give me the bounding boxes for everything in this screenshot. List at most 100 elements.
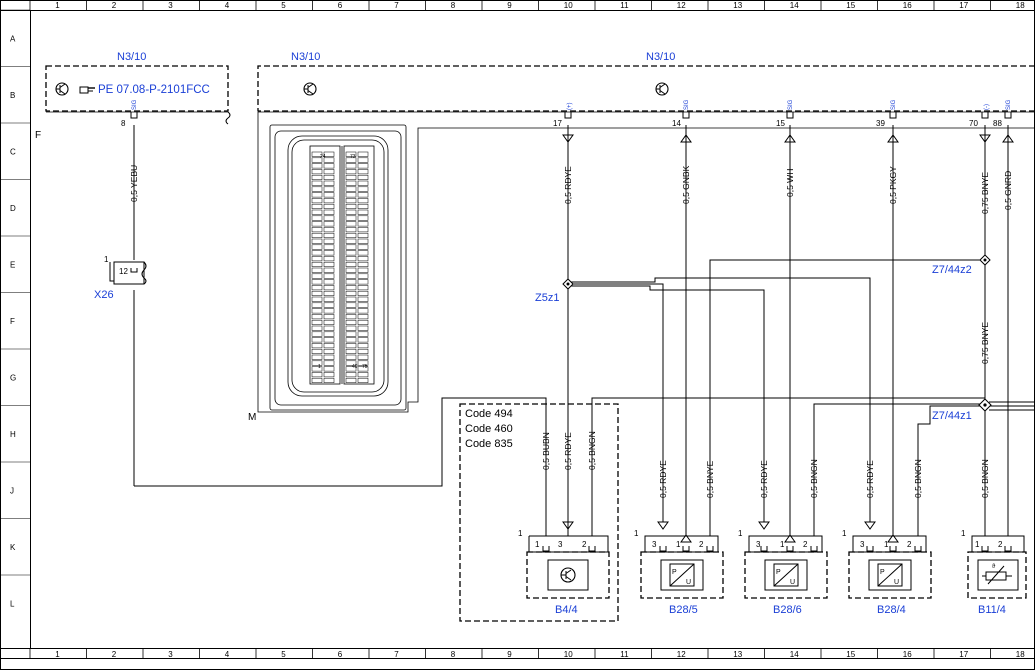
n3-10-right-label: N3/10	[646, 51, 675, 63]
ecu-pin-cell	[311, 360, 323, 366]
n3-10-left-label: N3/10	[117, 51, 146, 63]
ecu-pin-cell	[357, 192, 369, 198]
ecu-pin-cell	[311, 273, 323, 279]
component-pin: 1	[518, 529, 523, 538]
pressure-sensor-icon: P U	[669, 563, 695, 587]
ecu-pin-cell	[357, 331, 369, 337]
component-pin: 3	[558, 540, 563, 549]
ecu-pin-cell	[323, 267, 335, 273]
ecu-pin-cell	[311, 186, 323, 192]
ecu-pin-cell	[323, 180, 335, 186]
ecu-pin-cell	[323, 296, 335, 302]
ecu-pin-cell	[323, 221, 335, 227]
ecu-pin-cell	[311, 209, 323, 215]
n3-10-main-box	[257, 65, 1035, 113]
ecu-pin-cell	[311, 198, 323, 204]
ecu-pin-cell	[323, 285, 335, 291]
ecu-pin-cell	[311, 314, 323, 320]
pin-arrows	[562, 134, 1014, 143]
ecu-pin-cell	[345, 348, 357, 354]
svg-text:P: P	[672, 569, 677, 576]
ecu-pin-cell	[345, 209, 357, 215]
ecu-pin-cell	[311, 180, 323, 186]
ecu-pin-cell	[323, 331, 335, 337]
wire-label: 0,5 GNBK	[681, 165, 691, 204]
component-pin: 3	[860, 540, 865, 549]
ecu-pin-cell	[345, 354, 357, 360]
code-line: Code 460	[465, 423, 513, 435]
grid-column-number: 3	[168, 650, 173, 659]
pin-tag: SIG	[788, 99, 794, 110]
pin-number: 15	[776, 119, 785, 128]
reference-link[interactable]: PE 07.08-P-2101FCC	[98, 84, 210, 96]
ecu-pin-cell	[311, 308, 323, 314]
ecu-pin-cell	[323, 256, 335, 262]
temperature-sensor-icon: ϑ	[982, 564, 1012, 585]
pin-number: 39	[876, 119, 885, 128]
ecu-pin-cell	[357, 343, 369, 349]
code-line: Code 494	[465, 408, 513, 420]
ecu-pin-cell	[357, 198, 369, 204]
ecu-pin-cell	[357, 360, 369, 366]
component-pin: 2	[803, 540, 808, 549]
sensor-icon	[560, 567, 576, 583]
x26-label: X26	[94, 289, 114, 301]
ecu-pin-cell	[357, 163, 369, 169]
ecu-pin-cell	[323, 273, 335, 279]
grid-row-letter: F	[10, 317, 15, 326]
ecu-pin-cell	[323, 151, 335, 157]
ecu-pin-cell	[311, 238, 323, 244]
ecu-pin-cell	[357, 296, 369, 302]
pin-tag: SIG	[132, 99, 138, 110]
ecu-pin-cell	[357, 267, 369, 273]
wire-label: 0,5 BNGN	[809, 459, 819, 498]
ecu-pin-cell	[311, 192, 323, 198]
ecu-pin-cell	[323, 377, 335, 383]
grid-column-number: 15	[846, 650, 855, 659]
pressure-sensor-icon: P U	[773, 563, 799, 587]
ecu-pin-cell	[311, 203, 323, 209]
ecu-pin-cell	[311, 215, 323, 221]
grid-column-number: 1	[55, 650, 60, 659]
ecu-pin-cell	[311, 232, 323, 238]
ecu-pin-cell	[323, 302, 335, 308]
wire-label: 0,5 BNGN	[913, 459, 923, 498]
ecu-pin-cell	[311, 279, 323, 285]
svg-text:ϑ: ϑ	[992, 564, 996, 570]
pin-tag: (-)	[984, 104, 990, 110]
pin-tag: SIG	[891, 99, 897, 110]
grid-column-number: 11	[620, 1, 629, 10]
wire-label: 0,5 YEBU	[129, 165, 139, 202]
grid-row-letter: A	[10, 34, 16, 43]
wire-label: 0,5 BUBN	[541, 432, 551, 470]
ecu-pin-cell	[345, 331, 357, 337]
splice-label: Z5z1	[535, 292, 559, 304]
ecu-pin-cell	[323, 366, 335, 372]
ecu-pin-cell	[311, 267, 323, 273]
ecu-pin-cell	[311, 227, 323, 233]
grid-column-number: 5	[281, 1, 286, 10]
ecu-pin-cell	[357, 308, 369, 314]
ecu-pin-cell	[345, 256, 357, 262]
ecu-pin-cell	[323, 198, 335, 204]
component-pin: 2	[998, 540, 1003, 549]
ecu-pin-cell	[357, 209, 369, 215]
component-b28-4: P U	[848, 521, 932, 599]
ecu-pin-cell	[357, 290, 369, 296]
grid-column-number: 10	[564, 650, 573, 659]
pointing-hand-icon	[79, 86, 95, 94]
pin-number: 14	[672, 119, 681, 128]
ecu-icon	[303, 82, 317, 96]
grid-column-number: 4	[225, 650, 230, 659]
grid-column-number: 9	[507, 1, 512, 10]
wire-label: 0,75 BNYE	[980, 172, 990, 214]
component-label: B11/4	[978, 604, 1006, 616]
grid-row-letter: B	[10, 91, 15, 100]
ecu-pin-cell	[311, 169, 323, 175]
ecu-icon	[55, 82, 69, 96]
ecu-pin-cell	[323, 290, 335, 296]
ecu-pin-cell	[311, 221, 323, 227]
ecu-pin-cell	[323, 319, 335, 325]
ecu-pin-cell	[357, 221, 369, 227]
